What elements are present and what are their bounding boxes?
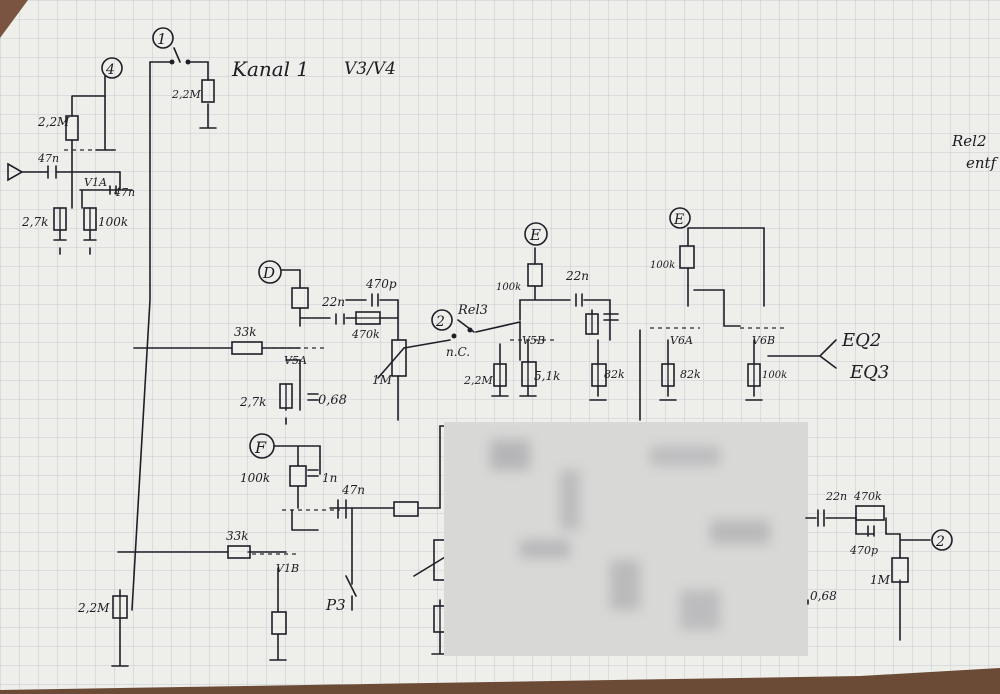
- val-c-22n-d: 22n: [321, 295, 345, 309]
- stage-e2: [639, 227, 837, 421]
- val-r-33k-top: 33k: [234, 325, 257, 339]
- marker-1: 1: [152, 27, 174, 49]
- kanal-label: Kanal 1: [231, 57, 309, 81]
- val-r-82k-b: 82k: [680, 368, 701, 381]
- svg-text:1: 1: [157, 30, 167, 48]
- svg-text:E: E: [529, 226, 541, 244]
- desk-corner: [0, 0, 28, 38]
- tube-v6a-label: V6A: [670, 334, 693, 347]
- rel3-switch: [403, 319, 521, 361]
- main-bus: [111, 61, 151, 667]
- val-r-2m-bottom: 2,2M: [77, 601, 110, 615]
- input-stage: [7, 75, 133, 255]
- marker-2-right: 2: [931, 529, 953, 551]
- val-r-470k-d: 470k: [351, 328, 380, 341]
- svg-text:F: F: [254, 438, 267, 457]
- val-r-33k-bottom: 33k: [226, 529, 249, 543]
- tube-v6b-label: V6B: [752, 334, 775, 347]
- tube-v5b-label: V5B: [522, 334, 545, 347]
- marker-f: F: [249, 433, 275, 459]
- val-c-22n-e: 22n: [565, 269, 589, 283]
- val-c-068-br: 0,68: [810, 589, 837, 603]
- val-r-22m-mid: 2,2M: [463, 374, 493, 387]
- val-r-100k-left: 100k: [98, 215, 128, 229]
- val-r-2k-left: 2,7k: [21, 215, 48, 229]
- val-r-100k-f: 100k: [240, 471, 270, 485]
- side-note-2: entf: [966, 154, 999, 172]
- stage-e: [491, 247, 619, 401]
- val-r-22m-kanal: 2,2M: [171, 88, 201, 101]
- tube-v1a-label: V1A: [84, 176, 107, 189]
- svg-text:E: E: [673, 212, 684, 228]
- val-r-1m-br: 1M: [870, 573, 891, 587]
- marker-e-left: E: [524, 222, 548, 246]
- nc-label: n.C.: [446, 345, 470, 359]
- val-r-100k-right: 100k: [762, 370, 787, 381]
- tube-v1b-label: V1B: [276, 562, 299, 575]
- val-r-100k-e: 100k: [496, 282, 521, 293]
- svg-text:4: 4: [105, 62, 115, 78]
- val-r-82k: 82k: [604, 368, 625, 381]
- val-c-470p-d: 470p: [365, 277, 397, 291]
- val-r-27k: 2,7k: [239, 395, 266, 409]
- p3-label: P3: [325, 596, 346, 614]
- eq3-label: EQ3: [849, 362, 889, 383]
- val-r-470k-br: 470k: [853, 490, 882, 503]
- val-c-068-mid: 0,68: [318, 393, 347, 408]
- tubes-top-label: V3/V4: [344, 59, 396, 79]
- svg-text:D: D: [262, 264, 275, 282]
- val-c-470p-br: 470p: [849, 544, 878, 557]
- output-stage: [805, 505, 931, 641]
- kanal-switch: [149, 47, 217, 129]
- rel3-label: Rel3: [457, 303, 488, 318]
- val-c-22n-br: 22n: [825, 490, 847, 503]
- val-c-47n-left: 47n: [37, 152, 59, 165]
- marker-4: 4: [101, 57, 123, 79]
- val-c-1n: 1n: [322, 471, 337, 485]
- val-c-47n-f: 47n: [341, 483, 365, 497]
- val-r-51k: 5,1k: [534, 369, 560, 383]
- eq2-label: EQ2: [841, 330, 881, 351]
- marker-d: D: [258, 260, 282, 284]
- tube-v5a-label: V5A: [284, 354, 307, 367]
- marker-2-mid: 2: [431, 309, 453, 331]
- blurred-region: [444, 422, 808, 656]
- val-c-47n-top: 47n: [113, 186, 135, 199]
- val-r-22m-left: 2,2M: [37, 115, 70, 129]
- svg-text:2: 2: [435, 314, 445, 330]
- val-r-100k-e2: 100k: [650, 260, 675, 271]
- stage-d: [133, 269, 407, 425]
- svg-text:2: 2: [935, 534, 945, 550]
- marker-e-right: E: [669, 207, 691, 229]
- side-note-1: Rel2: [951, 132, 987, 150]
- val-pot-1m: 1M: [372, 373, 393, 387]
